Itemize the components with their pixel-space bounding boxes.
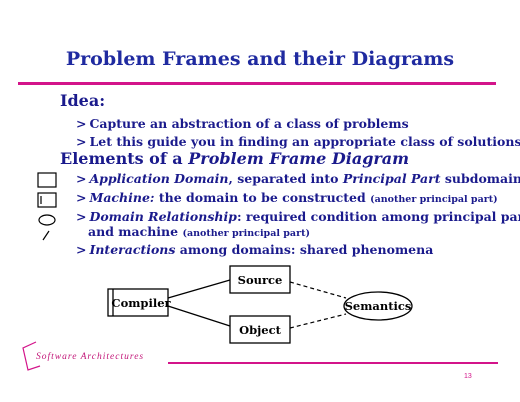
element-bullet-application-domain: >Application Domain, separated into Prin… — [76, 171, 520, 186]
semantics-node — [343, 291, 413, 321]
footer-text: Software Architectures — [36, 352, 145, 362]
object-node — [229, 315, 291, 344]
problem-frame-diagram: Compiler Source Object Semantics — [107, 265, 413, 344]
application-domain-symbol — [37, 172, 57, 188]
idea-bullet-2: >Let this guide you in finding an approp… — [76, 134, 520, 149]
source-node — [229, 265, 291, 294]
element-bullet-interactions: >Interactions among domains: shared phen… — [76, 242, 434, 257]
bullet-marker: > — [76, 134, 87, 149]
interaction-symbol — [42, 230, 50, 241]
object-label: Object — [239, 323, 282, 337]
element-bullet-domain-relationship: >Domain Relationship: required condition… — [76, 209, 520, 224]
source-semantics-relationship — [289, 281, 347, 299]
domain-relationship-symbol — [38, 214, 56, 226]
bullet-marker: > — [76, 116, 87, 131]
footer-rule — [168, 362, 498, 364]
slide-title: Problem Frames and their Diagrams — [65, 48, 455, 70]
idea-heading: Idea: — [60, 91, 106, 110]
compiler-label: Compiler — [111, 296, 171, 310]
compiler-object-interaction — [167, 305, 231, 327]
compiler-source-interaction — [167, 279, 231, 299]
machine-symbol — [37, 192, 57, 208]
footer-bracket-icon — [22, 341, 41, 371]
compiler-node — [107, 288, 169, 317]
semantics-label: Semantics — [345, 299, 412, 313]
elements-heading: Elements of a Problem Frame Diagram — [60, 149, 410, 168]
legend-symbols — [37, 172, 57, 241]
element-bullet-machine: >Machine: the domain to be constructed (… — [76, 190, 498, 205]
object-semantics-relationship — [289, 313, 347, 329]
source-label: Source — [238, 273, 283, 287]
idea-bullet-1: >Capture an abstraction of a class of pr… — [76, 116, 409, 131]
title-rule — [18, 82, 496, 85]
page-number: 13 — [464, 373, 472, 380]
element-bullet-domain-relationship-line2: and machine (another principal part) — [88, 224, 310, 239]
